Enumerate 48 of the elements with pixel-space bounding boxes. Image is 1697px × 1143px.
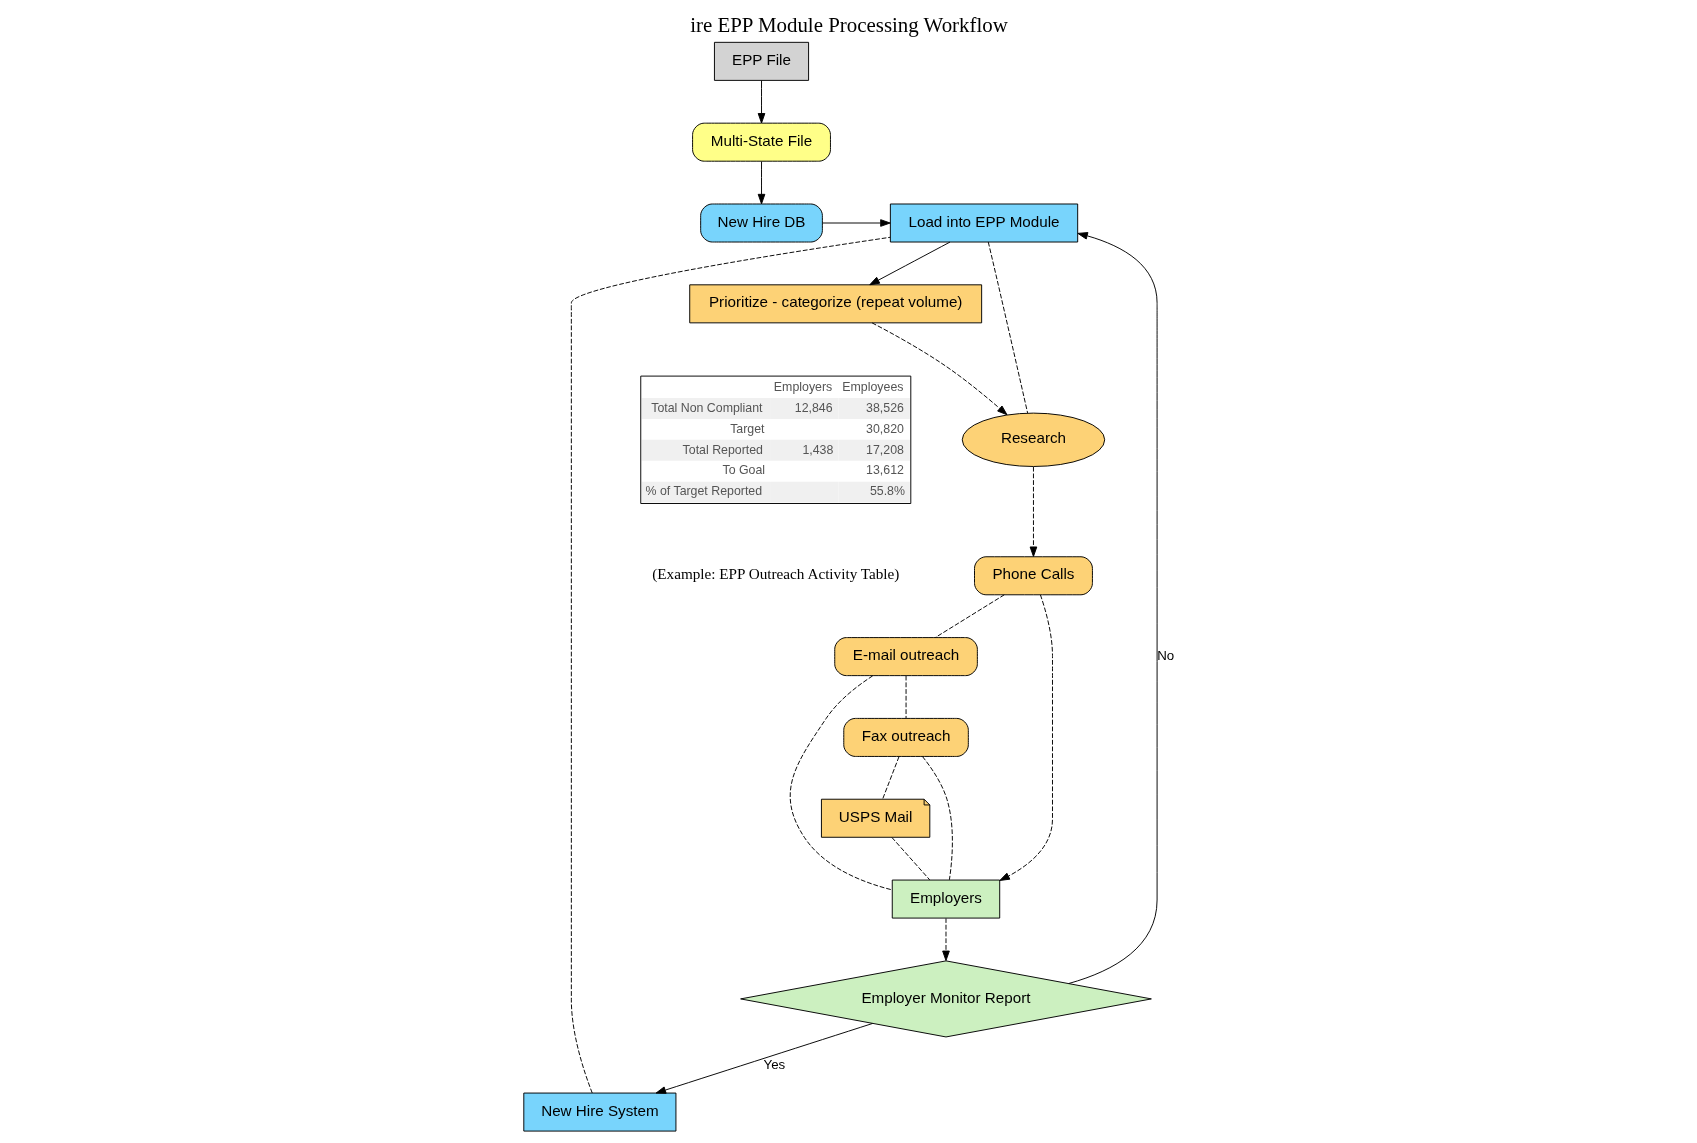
- label: Employers: [773, 379, 832, 394]
- label: Total Reported: [682, 442, 763, 457]
- connector: [881, 756, 899, 800]
- connector: [570, 236, 891, 1094]
- node-box: Prioritize - categorize (repeat volume): [688, 284, 982, 324]
- node-box: Employers: [891, 879, 1000, 919]
- label: 55.8%: [869, 484, 905, 499]
- label: 17,208: [865, 442, 904, 457]
- connector: [934, 594, 1005, 638]
- edge-label: No: [1156, 648, 1174, 664]
- arrow: [868, 241, 950, 286]
- label: Total Non Compliant: [650, 400, 763, 415]
- label: 30,820: [865, 421, 904, 436]
- arrow: [757, 80, 765, 124]
- arrow: [821, 219, 891, 227]
- arrow: [1067, 232, 1158, 984]
- connector: [921, 756, 953, 881]
- node-box: New Hire System: [522, 1092, 676, 1132]
- arrow: [998, 594, 1053, 881]
- label: 1,438: [801, 442, 833, 457]
- node-box: E-mail outreach: [833, 637, 978, 677]
- node-ellipse: Research: [961, 412, 1105, 467]
- node-box: New Hire DB: [699, 203, 823, 243]
- connector: [987, 241, 1028, 414]
- label: To Goal: [722, 463, 765, 478]
- diagram-title: ire EPP Module Processing Workflow: [689, 13, 1008, 38]
- arrow: [655, 1023, 873, 1094]
- connector: [905, 675, 907, 719]
- label: Employees: [841, 379, 903, 394]
- node-box: Phone Calls: [973, 556, 1093, 596]
- node-diamond: Employer Monitor Report: [739, 960, 1152, 1038]
- node-box: Fax outreach: [842, 717, 969, 757]
- connector: [890, 837, 930, 881]
- connector: [789, 675, 893, 891]
- label: % of Target Reported: [645, 484, 762, 499]
- label: 38,526: [865, 400, 904, 415]
- label: 12,846: [794, 400, 833, 415]
- node-box: EPP File: [713, 41, 809, 81]
- caption: (Example: EPP Outreach Activity Table): [651, 565, 899, 583]
- arrow: [757, 160, 765, 205]
- node-box: Multi-State File: [691, 122, 831, 162]
- arrow: [941, 917, 950, 962]
- label: Target: [729, 421, 764, 436]
- arrow: [1029, 466, 1037, 557]
- node-box: Load into EPP Module: [889, 203, 1078, 243]
- label: 13,612: [865, 463, 904, 478]
- arrow: [871, 322, 1007, 416]
- edge-label: Yes: [763, 1056, 785, 1072]
